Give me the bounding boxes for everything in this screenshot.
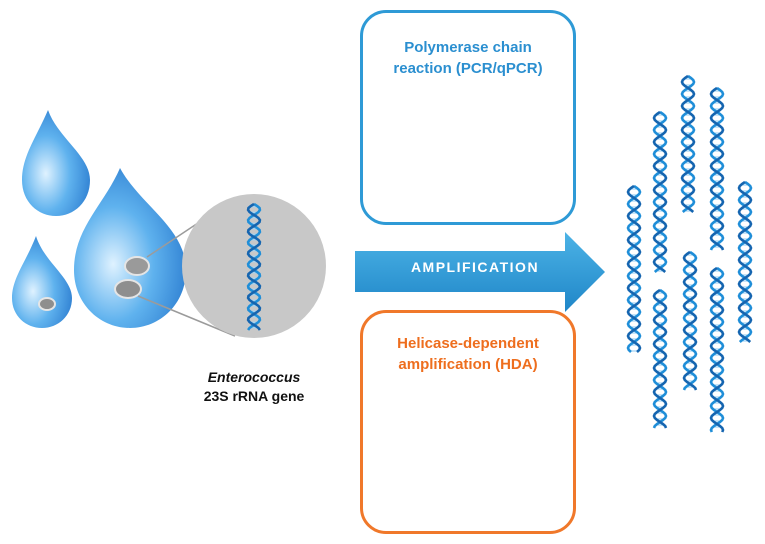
hda-title-line-1: Helicase-dependent <box>397 335 539 352</box>
water-drop-large <box>74 168 186 328</box>
hda-title-line-2: amplification (HDA) <box>398 356 538 373</box>
zoomed-dna-helix <box>246 202 262 331</box>
dna-strand-6 <box>652 288 668 429</box>
organism-name: Enterococcus <box>207 369 301 385</box>
dna-strand-4 <box>626 184 642 353</box>
gene-caption: Enterococcus 23S rRNA gene <box>168 368 340 406</box>
dna-strand-5 <box>737 180 753 343</box>
amplified-dna-cluster <box>626 74 753 433</box>
hda-title: Helicase-dependent amplification (HDA) <box>371 333 565 375</box>
zoom-circle <box>182 194 326 338</box>
bacterium-1 <box>124 256 150 276</box>
bacterium-3 <box>38 297 56 311</box>
pcr-title-line-1: Polymerase chain <box>404 39 532 56</box>
bacterium-2 <box>114 279 142 299</box>
pcr-title-line-2: reaction (PCR/qPCR) <box>393 60 543 77</box>
dna-strand-3 <box>652 110 668 273</box>
water-drop-small <box>12 236 72 328</box>
gene-name: 23S rRNA gene <box>203 388 305 404</box>
dna-strand-7 <box>682 250 698 391</box>
pcr-title: Polymerase chain reaction (PCR/qPCR) <box>371 37 565 79</box>
amplification-label: AMPLIFICATION <box>410 259 540 275</box>
dna-strand-2 <box>709 86 725 251</box>
pcr-method-box: Polymerase chain reaction (PCR/qPCR) <box>360 10 576 225</box>
water-drop-top <box>22 110 90 216</box>
dna-strand-8 <box>709 266 725 433</box>
zoom-line-bottom <box>137 295 236 337</box>
hda-method-box: Helicase-dependent amplification (HDA) <box>360 310 576 534</box>
dna-strand-1 <box>680 74 696 213</box>
zoom-dna-strand <box>246 202 262 331</box>
amplification-arrow <box>355 232 605 312</box>
